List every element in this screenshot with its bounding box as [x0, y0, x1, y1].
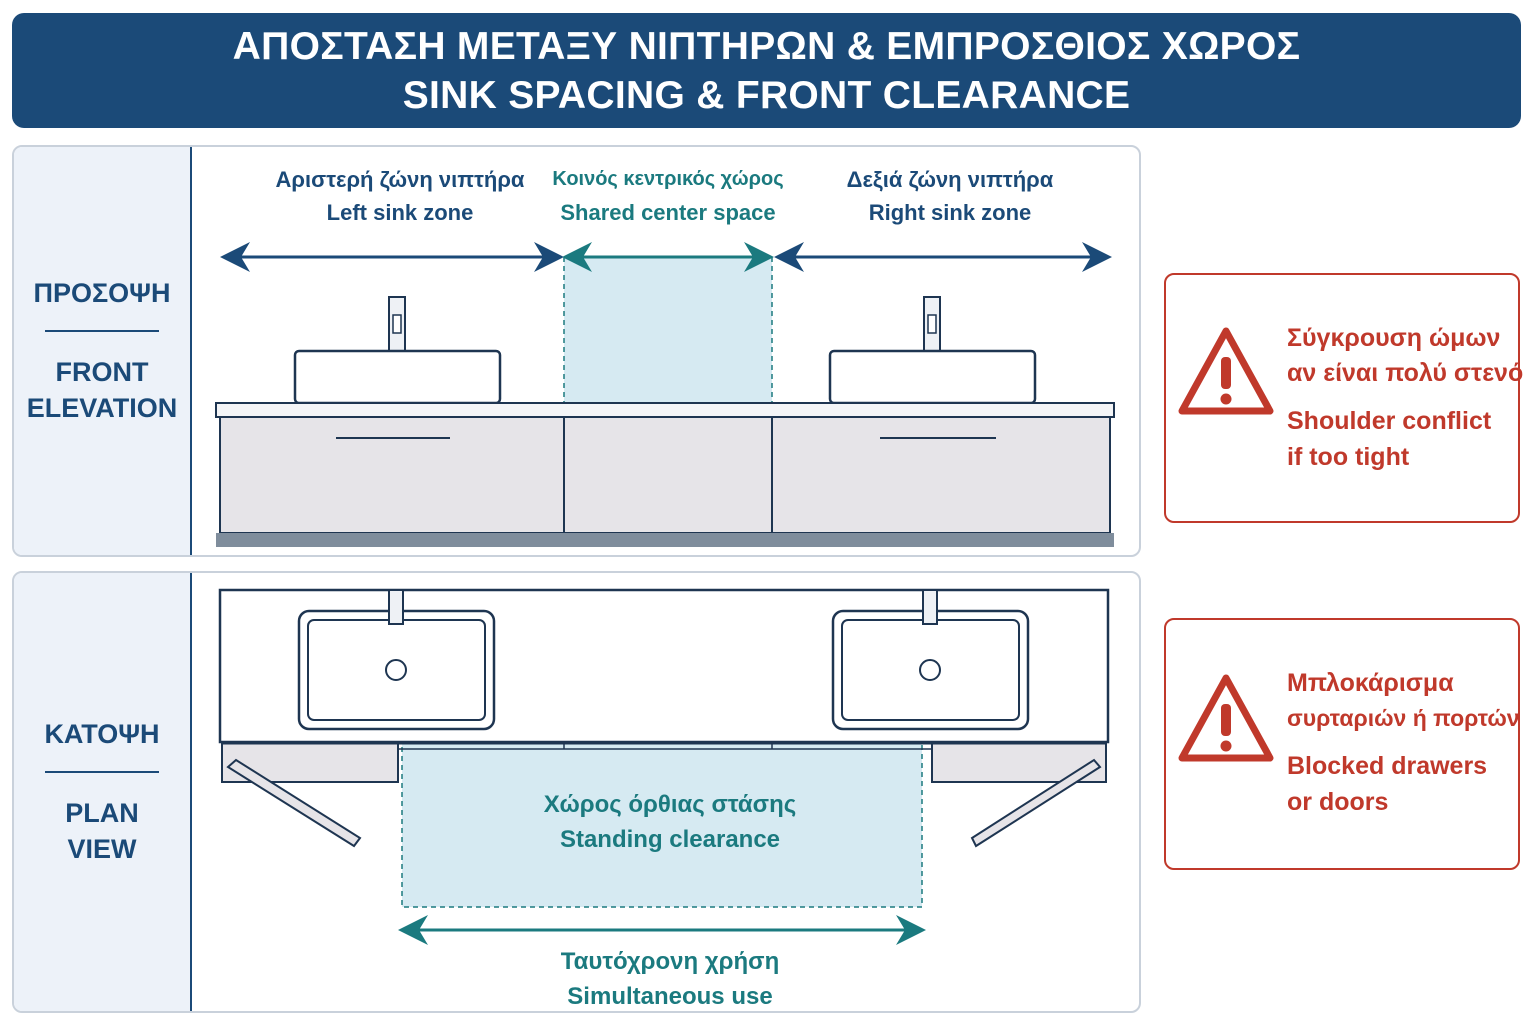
shared-center-space-label: Κοινός κεντρικός χώρος Shared center spa…	[552, 168, 784, 225]
left-sink-zone-label: Αριστερή ζώνη νιπτήρα Left sink zone	[275, 167, 525, 225]
warning-text-shoulder: Σύγκρουση ώμων αν είναι πολύ στενό Shoul…	[1287, 324, 1524, 471]
front-elevation-english-1: FRONT	[55, 357, 149, 387]
simultaneous-use-label: Ταυτόχρονη χρήση Simultaneous use	[560, 948, 780, 1010]
right-open-door	[970, 758, 1102, 848]
left-cabinet	[219, 416, 565, 534]
side-divider	[45, 771, 159, 773]
warning-triangle-icon	[1178, 674, 1274, 762]
right-cabinet	[771, 416, 1111, 534]
front-elevation-greek: ΠΡΟΣΟΨΗ	[33, 278, 171, 308]
right-vessel-basin	[828, 349, 1037, 405]
right-sink-zone-label: Δεξιά ζώνη νιπτήρα Right sink zone	[846, 167, 1054, 225]
elevation-countertop	[215, 402, 1115, 418]
left-vessel-basin	[293, 349, 502, 405]
plan-view-english-1: PLAN	[65, 798, 139, 828]
standing-clearance-label: Χώρος όρθιας στάσης Standing clearance	[543, 791, 797, 853]
elevation-plinth	[216, 533, 1114, 547]
plan-view-english-2: VIEW	[67, 834, 137, 864]
plan-view-greek: ΚΑΤΟΨΗ	[44, 719, 160, 749]
standing-clearance-area	[401, 742, 923, 908]
right-faucet-icon	[923, 296, 941, 352]
side-divider	[45, 330, 159, 332]
front-elevation-panel: ΠΡΟΣΟΨΗ FRONT ELEVATION	[12, 145, 1141, 557]
front-elevation-drawing	[215, 242, 1115, 547]
left-basin-top-view	[297, 589, 496, 731]
front-elevation-side-label: ΠΡΟΣΟΨΗ FRONT ELEVATION	[14, 147, 192, 555]
plan-view-panel: ΚΑΤΟΨΗ PLAN VIEW	[12, 571, 1141, 1013]
warning-box-shoulder-conflict: Σύγκρουση ώμων αν είναι πολύ στενό Shoul…	[1164, 273, 1524, 523]
left-open-door	[226, 758, 362, 848]
shared-center-space-area	[564, 257, 772, 407]
plan-view-side-label: ΚΑΤΟΨΗ PLAN VIEW	[14, 573, 192, 1011]
center-cabinet	[563, 416, 773, 534]
title-greek: ΑΠΟΣΤΑΣΗ ΜΕΤΑΞΥ ΝΙΠΤΗΡΩΝ & ΕΜΠΡΟΣΘΙΟΣ ΧΩ…	[232, 24, 1301, 68]
left-faucet-icon	[388, 296, 406, 352]
plan-view-drawing	[218, 588, 1110, 945]
warning-triangle-icon	[1178, 327, 1274, 415]
title-banner: ΑΠΟΣΤΑΣΗ ΜΕΤΑΞΥ ΝΙΠΤΗΡΩΝ & ΕΜΠΡΟΣΘΙΟΣ ΧΩ…	[12, 13, 1521, 128]
front-elevation-english-2: ELEVATION	[26, 393, 178, 423]
title-english: SINK SPACING & FRONT CLEARANCE	[402, 73, 1131, 117]
warning-box-blocked-drawers: Μπλοκάρισμα συρταριών ή πορτών Blocked d…	[1164, 618, 1520, 870]
warning-text-blocked: Μπλοκάρισμα συρταριών ή πορτών Blocked d…	[1287, 669, 1520, 816]
right-basin-top-view	[831, 589, 1030, 731]
